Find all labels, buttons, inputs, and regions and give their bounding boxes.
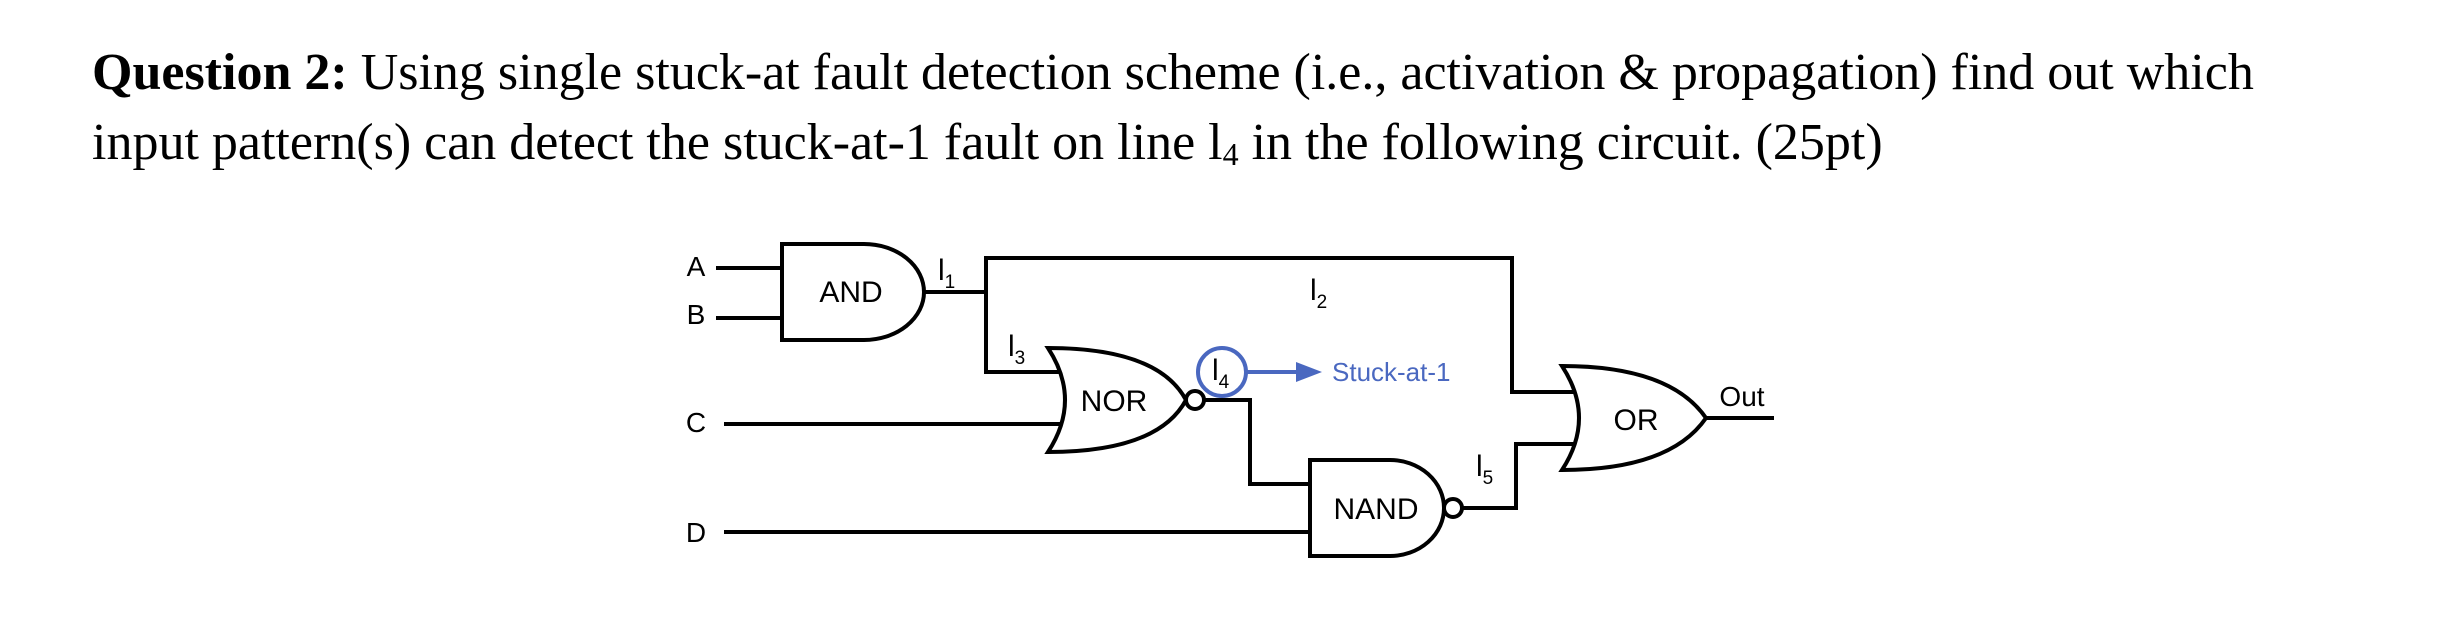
nor-bubble — [1184, 389, 1206, 411]
input-c-label: C — [686, 407, 706, 438]
line-label-l2: l2 — [1310, 274, 1327, 313]
question-label: Question 2: — [92, 44, 348, 101]
nor-gate — [1044, 345, 1189, 455]
question-line2-pre: input pattern(s) can detect the stuck-at… — [92, 114, 1223, 171]
fault-arrow-head — [1296, 362, 1322, 382]
nor-gate-label: NOR — [1081, 385, 1148, 418]
line-label-l4: l4 — [1212, 354, 1230, 393]
question-line2-sub: 4 — [1222, 136, 1239, 172]
question-line2-post: in the following circuit. (25pt) — [1238, 114, 1883, 171]
line-label-l1: l1 — [938, 254, 955, 293]
line-label-l3: l3 — [1008, 330, 1025, 369]
and-gate — [780, 242, 926, 342]
nand-gate-label: NAND — [1333, 493, 1418, 526]
or-gate — [1558, 363, 1709, 473]
or-gate-label: OR — [1614, 404, 1659, 437]
question-text: Question 2: Using single stuck-at fault … — [92, 38, 2392, 178]
wire-l5 — [1460, 442, 1576, 510]
output-label: Out — [1719, 381, 1764, 412]
nand-bubble — [1442, 497, 1464, 519]
wire-l4 — [1204, 398, 1310, 486]
input-b-label: B — [687, 299, 706, 330]
fault-label: Stuck-at-1 — [1332, 357, 1451, 387]
wire-l3 — [984, 292, 1068, 374]
input-a-label: A — [687, 251, 706, 282]
question-line1: Using single stuck-at fault detection sc… — [347, 44, 2254, 101]
and-gate-label: AND — [819, 276, 882, 309]
wire-l2 — [984, 256, 1576, 394]
input-d-label: D — [686, 517, 706, 548]
line-label-l5: l5 — [1476, 450, 1493, 489]
